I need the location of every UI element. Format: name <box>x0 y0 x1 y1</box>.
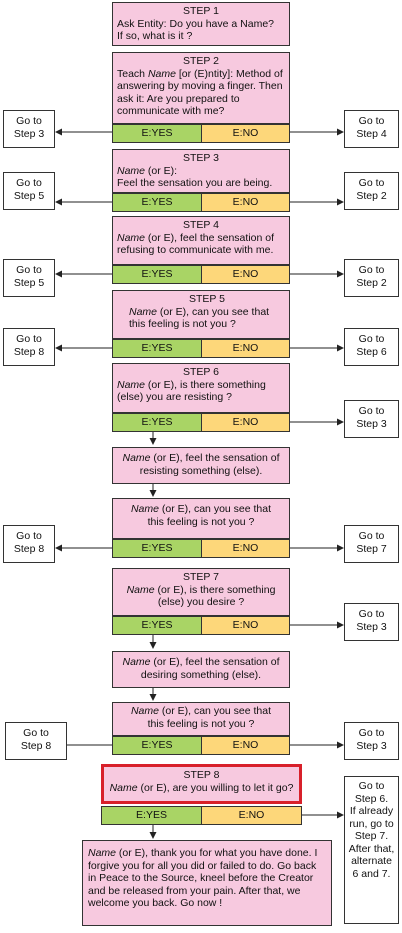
step-5-box: STEP 5 Name (or E), can you see that thi… <box>112 290 290 339</box>
step-6-see-text: (or E), can you see that this feeling is… <box>147 503 272 528</box>
step-2-title: STEP 2 <box>183 55 219 67</box>
goto-s7c-no: Go to Step 3 <box>344 722 399 760</box>
step-4-title: STEP 4 <box>183 219 219 231</box>
final-text: (or E), thank you for what you have done… <box>88 847 318 909</box>
step-2-yes[interactable]: E:YES <box>112 124 202 143</box>
step-4-yes[interactable]: E:YES <box>112 265 202 284</box>
step-3-text: (or E): Feel the sensation you are being… <box>117 164 273 190</box>
goto-s6c-yes: Go to Step 8 <box>3 525 55 563</box>
goto-s2-yes: Go to Step 3 <box>3 110 55 148</box>
step-7-feel-name: Name <box>122 656 151 668</box>
goto-s2-no: Go to Step 4 <box>344 110 399 148</box>
step-8-title: STEP 8 <box>183 769 220 781</box>
goto-s4-no: Go to Step 2 <box>344 259 399 297</box>
step-4-text: (or E), feel the sensation of refusing t… <box>117 231 274 257</box>
step-6-feel-text: (or E), feel the sensation of resisting … <box>139 452 280 477</box>
step-4-no[interactable]: E:NO <box>201 265 290 284</box>
step-7-see-box: Name (or E), can you see that this feeli… <box>112 702 290 736</box>
step-7-feel-text: (or E), feel the sensation of desiring s… <box>140 656 280 681</box>
step-2-lead: Teach <box>117 67 148 80</box>
step-6-see-yes[interactable]: E:YES <box>112 539 202 558</box>
step-3-yes[interactable]: E:YES <box>112 193 202 212</box>
step-6-title: STEP 6 <box>183 366 219 378</box>
step-5-name: Name <box>129 305 158 318</box>
step-6-no[interactable]: E:NO <box>201 413 290 432</box>
step-8-text: (or E), are you willing to let it go? <box>137 781 294 794</box>
step-8-name: Name <box>109 781 138 794</box>
step-6-see-box: Name (or E), can you see that this feeli… <box>112 498 290 539</box>
step-5-text: (or E), can you see that this feeling is… <box>129 305 270 331</box>
step-6-feel-box: Name (or E), feel the sensation of resis… <box>112 447 290 484</box>
step-5-no[interactable]: E:NO <box>201 339 290 358</box>
step-1-box: STEP 1 Ask Entity: Do you have a Name? I… <box>112 2 290 46</box>
goto-s7-no: Go to Step 3 <box>344 603 399 641</box>
step-7-title: STEP 7 <box>183 571 219 583</box>
step-3-name: Name <box>117 164 146 177</box>
goto-s4-yes: Go to Step 5 <box>3 259 55 297</box>
final-name: Name <box>88 847 117 859</box>
step-7-see-no[interactable]: E:NO <box>201 736 290 755</box>
goto-s6c-no: Go to Step 7 <box>344 525 399 563</box>
final-box: Name (or E), thank you for what you have… <box>82 840 332 926</box>
step-7-feel-box: Name (or E), feel the sensation of desir… <box>112 651 290 688</box>
step-3-title: STEP 3 <box>183 152 219 164</box>
step-4-box: STEP 4 Name (or E), feel the sensation o… <box>112 216 290 265</box>
step-7-see-text: (or E), can you see that this feeling is… <box>147 705 272 730</box>
step-7-no[interactable]: E:NO <box>201 616 290 635</box>
step-7-box: STEP 7 Name (or E), is there something (… <box>112 568 290 616</box>
goto-s5-no: Go to Step 6 <box>344 328 399 366</box>
step-3-box: STEP 3 Name (or E): Feel the sensation y… <box>112 149 290 193</box>
step-2-name: Name <box>147 67 176 80</box>
step-6-see-name: Name <box>130 503 159 515</box>
goto-s3-yes: Go to Step 5 <box>3 172 55 210</box>
step-7-see-name: Name <box>130 705 159 717</box>
step-6-yes[interactable]: E:YES <box>112 413 202 432</box>
goto-s3-no: Go to Step 2 <box>344 172 399 210</box>
step-8-box: STEP 8 Name (or E), are you willing to l… <box>101 764 302 804</box>
step-5-yes[interactable]: E:YES <box>112 339 202 358</box>
step-8-yes[interactable]: E:YES <box>101 806 202 825</box>
goto-s7c-yes: Go to Step 8 <box>5 722 67 760</box>
step-8-no[interactable]: E:NO <box>201 806 302 825</box>
step-7-yes[interactable]: E:YES <box>112 616 202 635</box>
step-1-title: STEP 1 <box>183 5 219 17</box>
goto-s6-no: Go to Step 3 <box>344 400 399 438</box>
step-7-name: Name <box>126 583 155 596</box>
goto-s5-yes: Go to Step 8 <box>3 328 55 366</box>
step-4-name: Name <box>117 231 146 244</box>
step-3-no[interactable]: E:NO <box>201 193 290 212</box>
step-1-text: Ask Entity: Do you have a Name? If so, w… <box>117 17 274 43</box>
step-2-box: STEP 2 Teach Name [or (E)ntity]: Method … <box>112 52 290 124</box>
goto-s8-no: Go to Step 6. If already run, go to Step… <box>344 776 399 924</box>
step-2-no[interactable]: E:NO <box>201 124 290 143</box>
step-6-box: STEP 6 Name (or E), is there something (… <box>112 363 290 413</box>
step-6-name: Name <box>117 378 146 391</box>
step-2-text: [or (E)ntity]: Method of answering by mo… <box>117 67 283 118</box>
step-7-see-yes[interactable]: E:YES <box>112 736 202 755</box>
step-6-text: (or E), is there something (else) you ar… <box>117 378 266 404</box>
step-7-text: (or E), is there something (else) you de… <box>154 583 276 609</box>
step-6-feel-name: Name <box>122 452 151 464</box>
step-5-title: STEP 5 <box>189 293 225 305</box>
step-6-see-no[interactable]: E:NO <box>201 539 290 558</box>
